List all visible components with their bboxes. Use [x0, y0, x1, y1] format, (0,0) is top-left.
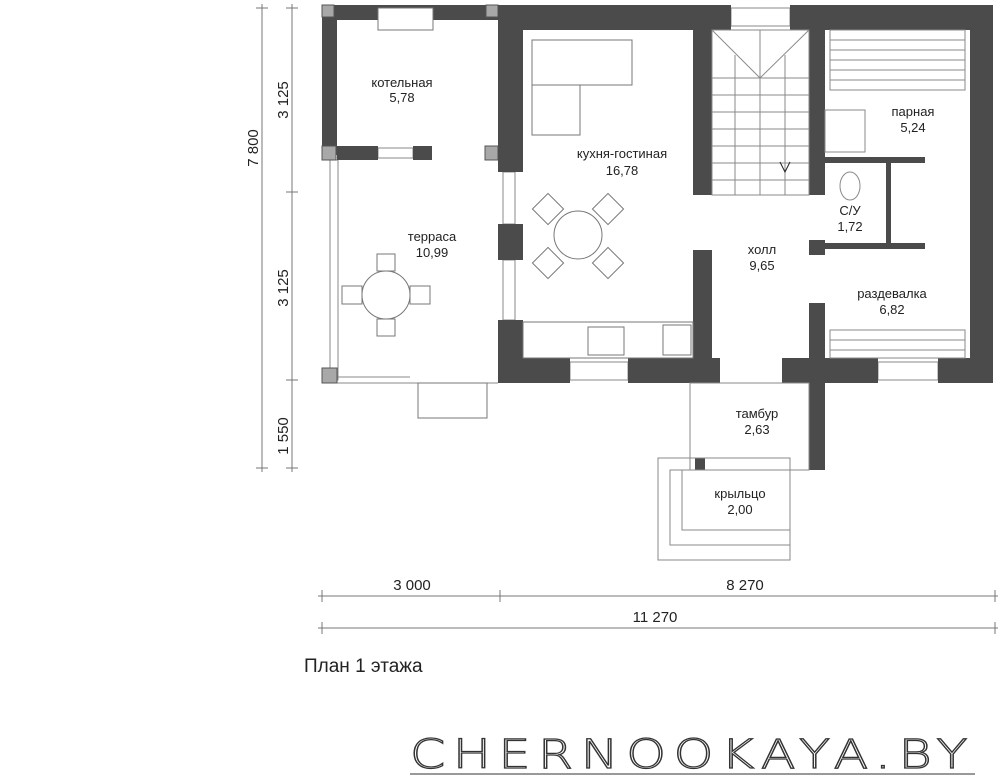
room-name-wc: С/У — [839, 203, 861, 218]
kitchen-table — [553, 210, 603, 260]
room-area-vestibule: 2,63 — [744, 422, 769, 437]
room-area-terrace: 10,99 — [416, 245, 449, 260]
room-area-porch: 2,00 — [727, 502, 752, 517]
sauna-bench — [824, 29, 966, 359]
room-name-terrace: терраса — [408, 229, 457, 244]
room-area-boiler: 5,78 — [389, 90, 414, 105]
room-name-hall: холл — [748, 242, 776, 257]
room-area-steam: 5,24 — [900, 120, 925, 135]
dim-vertical-1: 3 125 — [275, 81, 292, 119]
room-labels: котельная 5,78 кухня-гостиная 16,78 терр… — [371, 75, 934, 517]
logo: CHERNOOKAYA.BY — [409, 731, 975, 779]
terrace-table — [361, 270, 411, 320]
dim-vertical-2: 3 125 — [275, 269, 292, 307]
room-name-steam: парная — [892, 104, 935, 119]
room-name-vestibule: тамбур — [736, 406, 779, 421]
sofa — [531, 39, 633, 86]
room-name-porch: крыльцо — [714, 486, 765, 501]
terrace-steps — [417, 382, 488, 419]
dim-horizontal-2: 8 270 — [726, 577, 764, 594]
room-name-kitchen: кухня-гостиная — [577, 146, 667, 161]
dim-vertical-3: 1 550 — [275, 417, 292, 455]
room-area-hall: 9,65 — [749, 258, 774, 273]
logo-text: CHERNOOKAYA.BY — [410, 732, 975, 778]
room-area-wc: 1,72 — [837, 219, 862, 234]
stove — [662, 324, 692, 356]
furniture — [341, 29, 966, 561]
plan-title: План 1 этажа — [304, 656, 423, 677]
staircase — [711, 29, 810, 196]
dim-horizontal-1: 3 000 — [393, 577, 431, 594]
room-area-changing: 6,82 — [879, 302, 904, 317]
dim-vertical-total: 7 800 — [245, 129, 262, 167]
room-area-kitchen: 16,78 — [606, 163, 639, 178]
walls — [321, 4, 993, 470]
sink — [587, 326, 625, 356]
dim-horizontal-total: 11 270 — [633, 609, 678, 626]
vertical-dimensions: 7 800 3 125 3 125 1 550 — [245, 4, 298, 472]
porch-steps — [657, 382, 810, 561]
horizontal-dimensions: 3 000 8 270 11 270 — [318, 577, 998, 634]
boiler-chimney — [377, 7, 434, 31]
room-name-changing: раздевалка — [857, 286, 927, 301]
room-name-boiler: котельная — [371, 75, 432, 90]
